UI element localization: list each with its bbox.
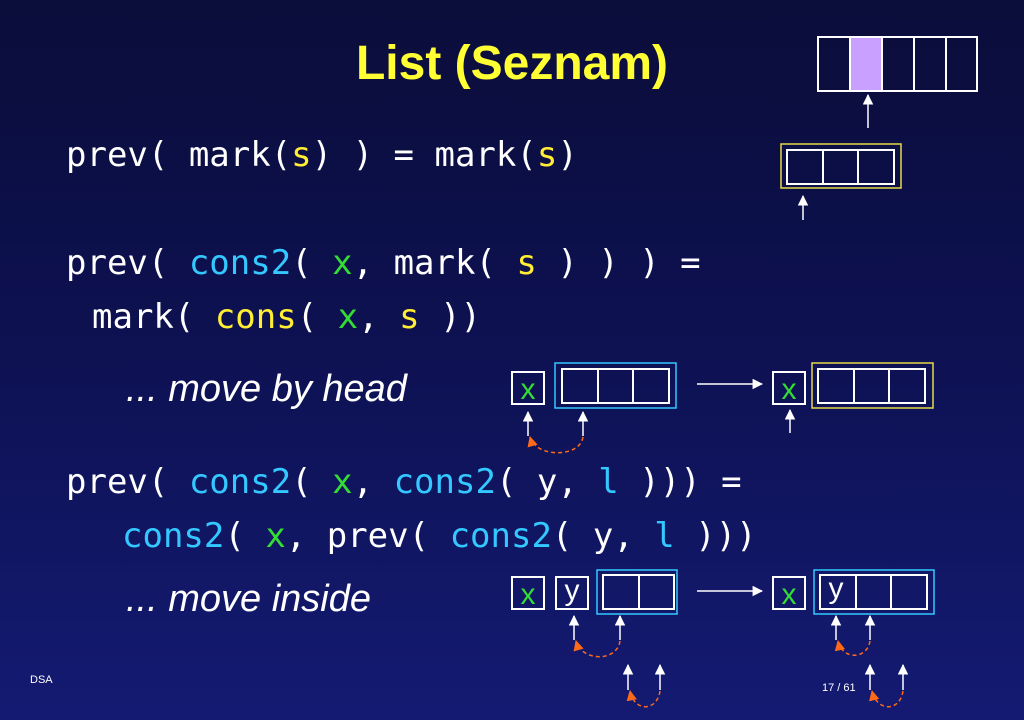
keyword-cons: cons	[214, 297, 297, 337]
code-text: ) ) = mark(	[311, 135, 537, 175]
list-cell	[786, 149, 824, 185]
var-s: s	[516, 243, 537, 283]
letter-x: x	[782, 578, 797, 611]
move-arrow-dashed	[869, 689, 904, 708]
code-text: )	[557, 135, 578, 175]
list-cell	[881, 36, 915, 92]
cons2-border	[596, 569, 678, 615]
keyword-cons2: cons2	[393, 462, 496, 502]
element-cell-y	[555, 576, 589, 610]
head-before-diagram: x	[511, 362, 677, 454]
var-x: x	[332, 243, 353, 283]
code-text: mark(	[92, 297, 215, 337]
code-text: ,	[358, 297, 400, 337]
equation-line-5: cons2( x, prev( cons2( y, l )))	[122, 519, 757, 553]
list-cell-highlighted	[849, 36, 883, 92]
var-s: s	[291, 135, 312, 175]
list-cell	[632, 368, 670, 404]
var-s: s	[399, 297, 420, 337]
code-text: ( y,	[551, 516, 655, 556]
letter-y: y	[565, 574, 580, 607]
code-text: )))	[674, 516, 757, 556]
code-text: ))) =	[618, 462, 742, 502]
move-arrow-dashed	[834, 639, 871, 656]
equation-line-4: prev( cons2( x, cons2( y, l ))) =	[66, 465, 742, 499]
head-after-diagram: x	[772, 362, 934, 433]
code-text: prev(	[66, 462, 189, 502]
slide-title: List (Seznam)	[355, 37, 669, 90]
code-text: prev(	[66, 243, 189, 283]
equation-line-3: mark( cons( x, s ))	[92, 300, 481, 334]
letter-y: y	[829, 572, 844, 605]
var-x: x	[332, 462, 353, 502]
code-text: (	[296, 297, 338, 337]
code-text: , mark(	[352, 243, 517, 283]
code-text: ) ) ) =	[536, 243, 701, 283]
var-l: l	[654, 516, 675, 556]
code-text: ( y,	[495, 462, 599, 502]
code-text: , prev(	[285, 516, 450, 556]
cons2-border	[813, 569, 935, 615]
keyword-cons2: cons2	[449, 516, 552, 556]
inside-before-diagram: x y	[511, 569, 678, 658]
letter-x: x	[782, 373, 797, 406]
var-s: s	[536, 135, 558, 175]
move-arrow-dashed	[626, 689, 661, 708]
list-cell	[817, 36, 851, 92]
element-cell-x	[511, 576, 545, 610]
list-cell	[602, 574, 640, 610]
list-cell	[597, 368, 634, 404]
list-cell	[822, 149, 859, 185]
keyword-cons2: cons2	[122, 516, 225, 556]
element-cell-x	[772, 371, 806, 405]
list-cell	[638, 574, 675, 610]
note-move-inside: ... move inside	[126, 578, 371, 620]
list-cell	[888, 368, 926, 404]
list-cell	[855, 574, 892, 610]
keyword-cons2: cons2	[188, 243, 292, 283]
equation-line-2: prev( cons2( x, mark( s ) ) ) =	[66, 246, 701, 280]
bottom-arrows-right	[864, 663, 909, 708]
equation-line-1: prev( mark(s) ) = mark(s)	[66, 138, 578, 172]
cons2-border	[554, 362, 677, 409]
mark-border	[780, 143, 902, 189]
note-move-by-head: ... move by head	[126, 368, 407, 410]
inside-after-diagram: x y	[772, 569, 935, 656]
mark-list-diagram	[780, 143, 902, 220]
letter-x: x	[521, 578, 536, 611]
var-l: l	[598, 462, 619, 502]
bottom-arrows-left	[622, 663, 666, 708]
var-x: x	[265, 516, 286, 556]
list-cell	[913, 36, 947, 92]
list-cell	[817, 368, 855, 404]
var-x: x	[337, 297, 359, 337]
mark-border	[811, 362, 934, 409]
element-cell-x	[772, 576, 806, 610]
code-text: ,	[352, 462, 394, 502]
move-arrow-dashed	[527, 435, 584, 454]
code-text: (	[291, 243, 333, 283]
page-number: 17 / 61	[822, 682, 856, 694]
letter-x: x	[521, 373, 536, 406]
code-text: prev( mark(	[66, 135, 292, 175]
footer-course-label: DSA	[30, 674, 53, 686]
move-arrow-dashed	[573, 639, 621, 658]
code-text: ))	[419, 297, 482, 337]
list-cell	[857, 149, 895, 185]
top-list-diagram	[817, 36, 978, 128]
list-cell	[890, 574, 928, 610]
list-cell	[853, 368, 890, 404]
element-cell-x	[511, 371, 545, 405]
code-text: (	[224, 516, 266, 556]
keyword-cons2: cons2	[188, 462, 292, 502]
code-text: (	[291, 462, 333, 502]
list-cell	[945, 36, 978, 92]
list-cell	[561, 368, 599, 404]
